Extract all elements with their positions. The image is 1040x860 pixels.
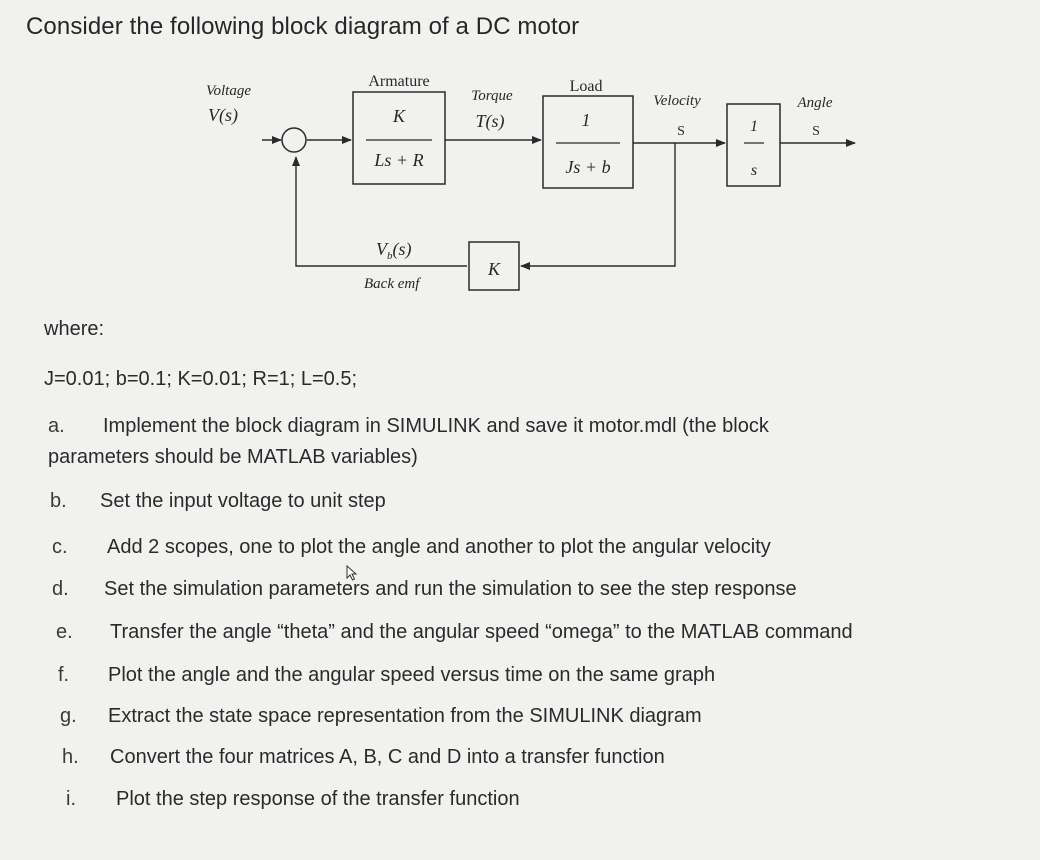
task-letter: a. (48, 415, 65, 437)
armature-label: Armature (368, 73, 429, 90)
backemf-feedback-line (292, 156, 467, 267)
task-text-continued: parameters should be MATLAB variables) (48, 446, 418, 468)
armature-block (352, 91, 446, 185)
task-text: Extract the state space representation f… (108, 705, 702, 727)
task-text: Plot the step response of the transfer f… (116, 788, 520, 810)
load-denominator: Js + b (565, 157, 610, 177)
angle-symbol: S (812, 124, 820, 139)
task-text: Implement the block diagram in SIMULINK … (103, 415, 769, 437)
task-text: Convert the four matrices A, B, C and D … (110, 746, 665, 768)
task-text: Plot the angle and the angular speed ver… (108, 664, 716, 686)
task-letter: e. (56, 621, 73, 643)
torque-symbol: T(s) (475, 111, 504, 132)
torque-label: Torque (471, 88, 513, 104)
feedback-gain-label: K (487, 259, 501, 279)
task-letter: g. (60, 705, 77, 727)
task-letter: c. (52, 536, 68, 558)
armature-denominator: Ls + R (373, 150, 423, 170)
backemf-label: Back emf (364, 276, 421, 292)
task-text: Add 2 scopes, one to plot the angle and … (107, 536, 771, 558)
angle-label: Angle (797, 95, 833, 111)
task-letter: f. (58, 664, 70, 686)
integrator-block (726, 103, 781, 187)
voltage-symbol: V(s) (208, 105, 238, 126)
load-numerator: 1 (582, 110, 591, 130)
task-text: Transfer the angle “theta” and the angul… (110, 621, 853, 643)
armature-numerator: K (392, 106, 406, 126)
voltage-label: Voltage (206, 83, 251, 99)
task-letter: b. (50, 490, 67, 512)
feedback-gain-block (468, 241, 520, 291)
task-letter: d. (52, 578, 69, 600)
velocity-label: Velocity (653, 93, 701, 109)
dc-motor-block-diagram: Voltage V(s) Armature K Ls + R Torque T(… (206, 73, 856, 292)
load-block (542, 95, 634, 189)
velocity-symbol: S (677, 124, 685, 139)
mouse-pointer-icon (346, 565, 358, 581)
velocity-feedback-branch (520, 143, 676, 270)
backemf-symbol: Vb(s) (376, 239, 412, 262)
summing-junction (281, 127, 307, 153)
task-letter: h. (62, 746, 79, 768)
where-label: where: (44, 318, 105, 340)
load-label: Load (570, 78, 603, 95)
integrator-numerator: 1 (750, 118, 758, 135)
task-text: Set the simulation parameters and run th… (104, 578, 797, 600)
task-item-a: a. Implement the block diagram in SIMULI… (48, 415, 1008, 475)
page-title: Consider the following block diagram of … (26, 13, 580, 40)
integrator-denominator: s (751, 162, 757, 179)
task-text: Set the input voltage to unit step (100, 490, 386, 512)
parameter-values: J=0.01; b=0.1; K=0.01; R=1; L=0.5; (44, 368, 358, 390)
task-letter: i. (66, 788, 76, 810)
